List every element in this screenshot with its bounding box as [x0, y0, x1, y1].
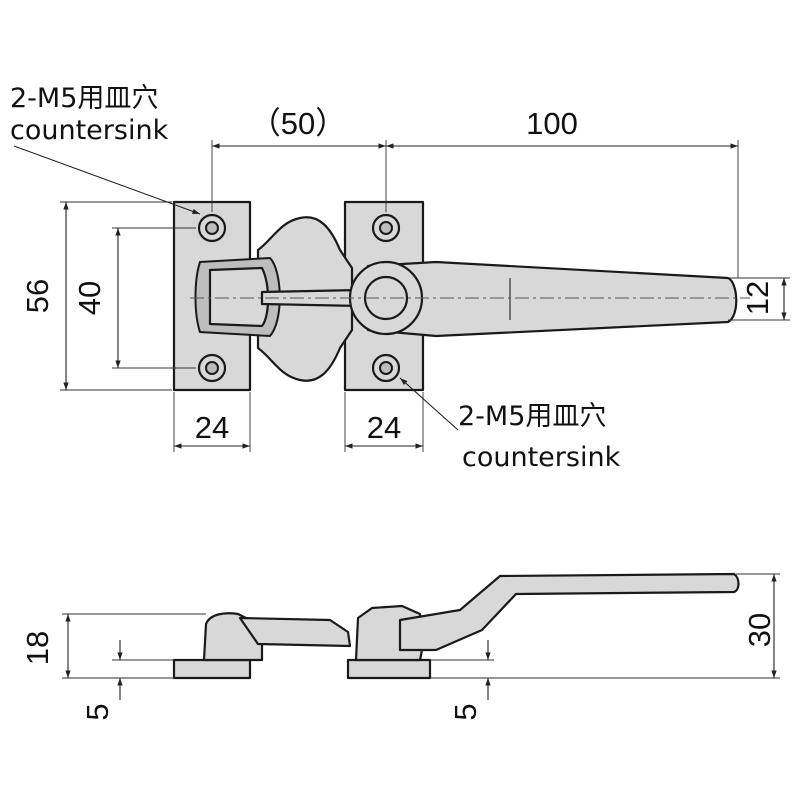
side-link: [238, 616, 352, 648]
dim-text-30: 30: [742, 613, 777, 647]
dim-text-24-left: 24: [195, 410, 229, 445]
dim-text-40: 40: [72, 281, 107, 315]
dim-text-56: 56: [20, 279, 55, 313]
leader-left: [13, 145, 201, 215]
note-left-line2: countersink: [10, 115, 169, 146]
note-left-line1: 2-M5用皿穴: [10, 83, 158, 114]
dim-text-5-left: 5: [80, 703, 115, 720]
note-right-line1: 2-M5用皿穴: [458, 401, 606, 432]
dim-text-100: 100: [526, 106, 578, 141]
handle-lever: [366, 260, 738, 338]
dim-text-12: 12: [740, 281, 775, 315]
hook-inner: [208, 266, 270, 328]
dim-text-18: 18: [20, 631, 55, 665]
dim-text-50: （50）: [250, 106, 346, 141]
leader-right: [399, 377, 459, 431]
note-right-line2: countersink: [462, 442, 621, 473]
dim-text-24-right: 24: [367, 410, 401, 445]
top-view: （50） 100 56 40 24 24 12 2-M5用皿穴 counters…: [10, 83, 790, 473]
countersink-holes: [197, 213, 401, 383]
side-handle: [398, 572, 740, 652]
side-view: 18 30 5 5: [20, 572, 780, 721]
dim-text-5-right: 5: [448, 703, 483, 720]
side-right-base: [346, 658, 432, 680]
side-left-base: [172, 658, 252, 680]
